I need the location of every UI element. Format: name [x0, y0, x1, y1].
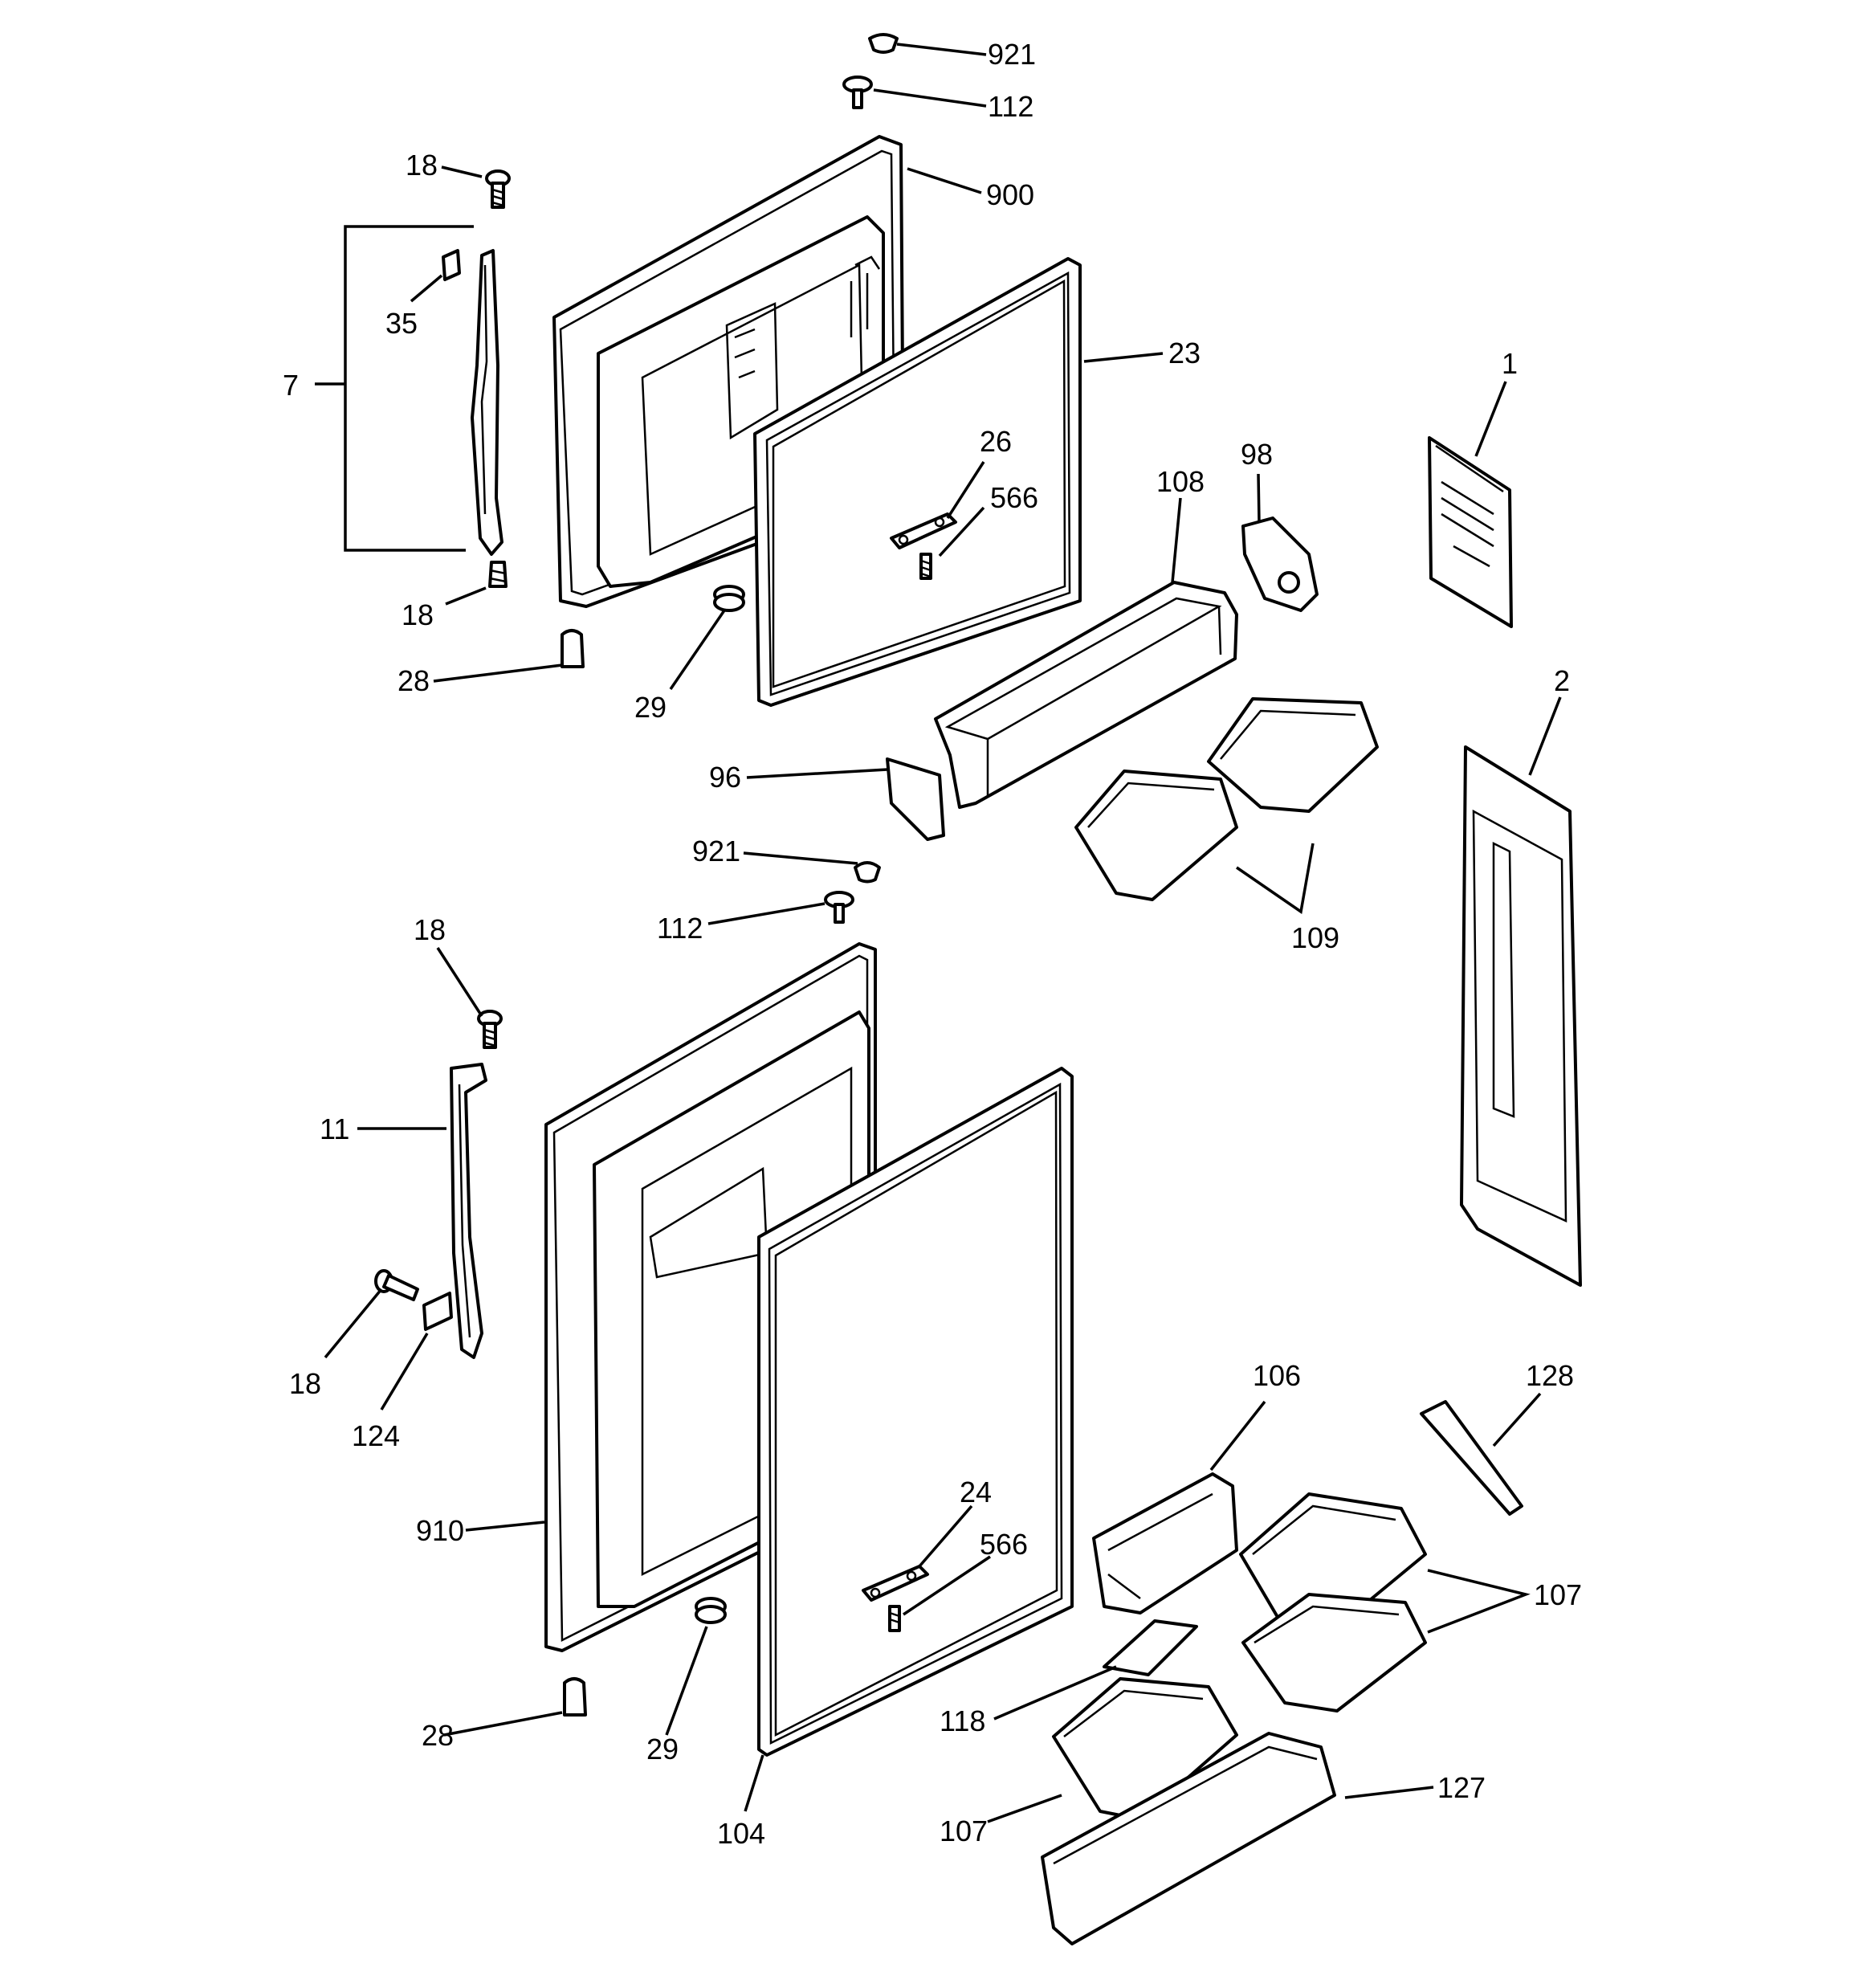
callout-18-lower-a: 18	[414, 913, 446, 946]
callout-566-upper: 566	[990, 481, 1038, 514]
callout-108: 108	[1156, 465, 1205, 498]
callout-24: 24	[960, 1476, 992, 1508]
callout-124: 124	[352, 1419, 400, 1452]
part-1-literature	[1428, 436, 1513, 628]
part-921-plug-mid	[854, 861, 881, 884]
callout-910: 910	[416, 1514, 464, 1547]
callout-98: 98	[1241, 438, 1273, 471]
callout-107-right: 107	[1534, 1578, 1582, 1611]
part-128-shelf-end	[1420, 1400, 1523, 1516]
callout-900: 900	[986, 178, 1034, 211]
part-127-door-shelf-lower	[1041, 1732, 1336, 1945]
part-104-lower-gasket	[757, 1067, 1074, 1757]
callout-112-top: 112	[988, 90, 1033, 123]
callout-107-lower: 107	[940, 1815, 988, 1847]
part-106-dairy-compartment	[1092, 1472, 1238, 1614]
callout-128: 128	[1526, 1359, 1574, 1392]
callout-1: 1	[1502, 347, 1518, 380]
callout-109: 109	[1291, 921, 1339, 954]
part-112-screw-mid	[824, 891, 854, 924]
part-23-upper-gasket	[753, 257, 1082, 707]
callout-35: 35	[385, 307, 418, 340]
part-921-plug-top	[868, 33, 899, 54]
part-124-clip	[422, 1292, 453, 1331]
callout-106: 106	[1253, 1359, 1301, 1392]
part-28-hinge-pin-lower	[563, 1677, 587, 1717]
part-109-bins	[1074, 697, 1379, 901]
part-18-screw-lower-a	[477, 1010, 503, 1049]
callout-18-lower-b: 18	[289, 1367, 321, 1400]
part-7-upper-handle	[471, 249, 503, 556]
callout-29-upper: 29	[634, 691, 667, 724]
callout-96: 96	[709, 761, 741, 794]
part-98-cover	[1241, 516, 1319, 612]
callout-18-upper-b: 18	[402, 598, 434, 631]
callout-921-mid: 921	[692, 835, 740, 867]
callout-26: 26	[980, 425, 1012, 458]
callout-2: 2	[1554, 664, 1570, 697]
leader-lines	[315, 43, 1562, 1823]
callout-7: 7	[283, 369, 299, 402]
callout-23: 23	[1168, 337, 1201, 369]
part-108-door-shelf	[934, 581, 1238, 809]
part-2-door-liner-panel	[1460, 745, 1582, 1287]
part-28-hinge-pin-upper	[561, 629, 585, 668]
callout-921-top: 921	[988, 38, 1036, 71]
callout-18-upper-a: 18	[406, 149, 438, 182]
part-35-label	[442, 249, 461, 281]
callout-104: 104	[717, 1817, 765, 1850]
part-29-bushing-lower	[695, 1597, 727, 1624]
part-107-bins-right	[1239, 1492, 1427, 1712]
part-18-screw-upper-a	[485, 169, 511, 209]
callout-28-lower: 28	[422, 1719, 454, 1752]
part-11-lower-handle	[450, 1063, 487, 1359]
part-18-screw-upper-b	[488, 561, 508, 588]
part-566-screw-lower	[888, 1605, 901, 1632]
part-118-tray	[1103, 1619, 1198, 1676]
part-24-bracket-lower	[862, 1565, 929, 1602]
callout-112-mid: 112	[657, 912, 703, 945]
part-29-bushing-upper	[713, 585, 745, 612]
part-107-bin-lower	[1052, 1677, 1238, 1821]
part-96-clip	[886, 757, 945, 841]
callout-118: 118	[940, 1704, 985, 1737]
part-26-bracket-upper	[890, 512, 957, 549]
part-18-screw-lower-b	[374, 1269, 419, 1301]
part-112-screw-top	[842, 76, 873, 109]
callout-29-lower: 29	[646, 1733, 679, 1766]
callout-566-lower: 566	[980, 1528, 1028, 1561]
callout-11: 11	[320, 1112, 349, 1145]
callout-127: 127	[1437, 1771, 1486, 1804]
callout-28-upper: 28	[397, 664, 430, 697]
part-566-screw-upper	[919, 553, 932, 580]
callout-labels: 921 112 18 900 35 7 23 1 26 98 108 566 1…	[283, 38, 1582, 1850]
